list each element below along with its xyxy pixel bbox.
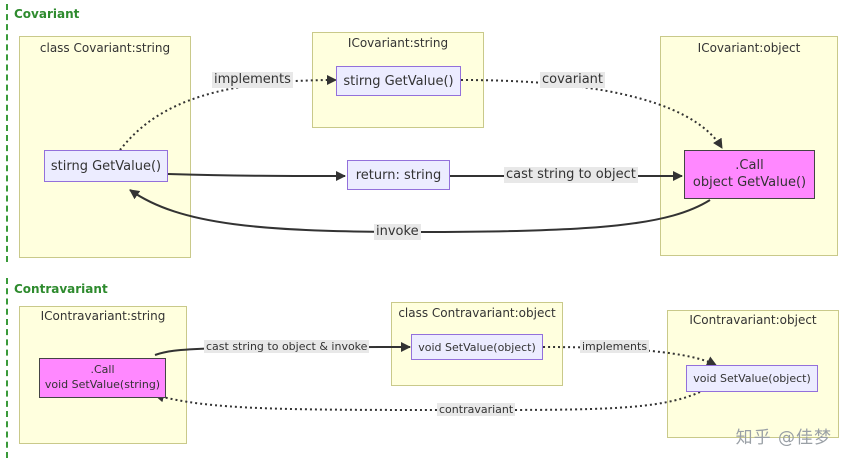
covariant-section-line [6,4,8,262]
edge-label-contravariant: contravariant [437,403,516,417]
node-label: void SetValue(object) [418,340,536,354]
node-label-line1: .Call [90,363,115,377]
cluster-title: class Covariant:string [39,41,171,55]
edge-return [167,170,346,181]
cluster-title: IContravariant:object [689,313,817,327]
node-label-line2: void SetValue(string) [44,378,161,391]
node-call-setvalue-string: .Call void SetValue(string) [39,358,166,398]
cluster-title: ICovariant:object [697,41,801,55]
edge-label-invoke: invoke [374,224,421,240]
contravariant-section-title: Contravariant [14,282,108,296]
watermark: 知乎 @佳梦 [735,428,832,448]
edge-label-implements: implements [212,72,293,88]
node-label: void SetValue(object) [693,372,811,385]
edge-covariant [460,79,723,149]
edge-label-implements-2: implements [580,340,650,354]
node-label-line2: object GetValue() [692,174,807,190]
cluster-title: ICovariant:string [347,36,449,50]
cluster-class-covariant-string: class Covariant:string [19,36,191,258]
node-label: stirng GetValue() [343,73,454,89]
node-icovariant-string-getvalue: stirng GetValue() [336,66,461,96]
cluster-icovariant-object: ICovariant:object [660,36,838,256]
node-label: stirng GetValue() [50,158,162,174]
node-call-object-getvalue: .Call object GetValue() [684,150,815,199]
edge-label-cast-invoke: cast string to object & invoke [204,340,370,354]
edge-contravariant [154,391,701,411]
node-covariant-class-getvalue: stirng GetValue() [44,150,168,182]
node-label-line1: .Call [735,157,764,173]
node-icontravariant-object-setvalue: void SetValue(object) [686,365,818,392]
edge-label-covariant: covariant [540,72,606,88]
edge-implements [119,75,337,151]
edge-label-cast: cast string to object [504,167,638,183]
cluster-title: class Contravariant:object [398,306,556,320]
node-contravariant-class-setvalue: void SetValue(object) [411,334,543,360]
cluster-title: IContravariant:string [40,309,166,323]
node-return-string: return: string [347,160,450,190]
node-label: return: string [355,167,442,183]
contravariant-section-line [6,278,8,458]
covariant-section-title: Covariant [14,7,80,21]
